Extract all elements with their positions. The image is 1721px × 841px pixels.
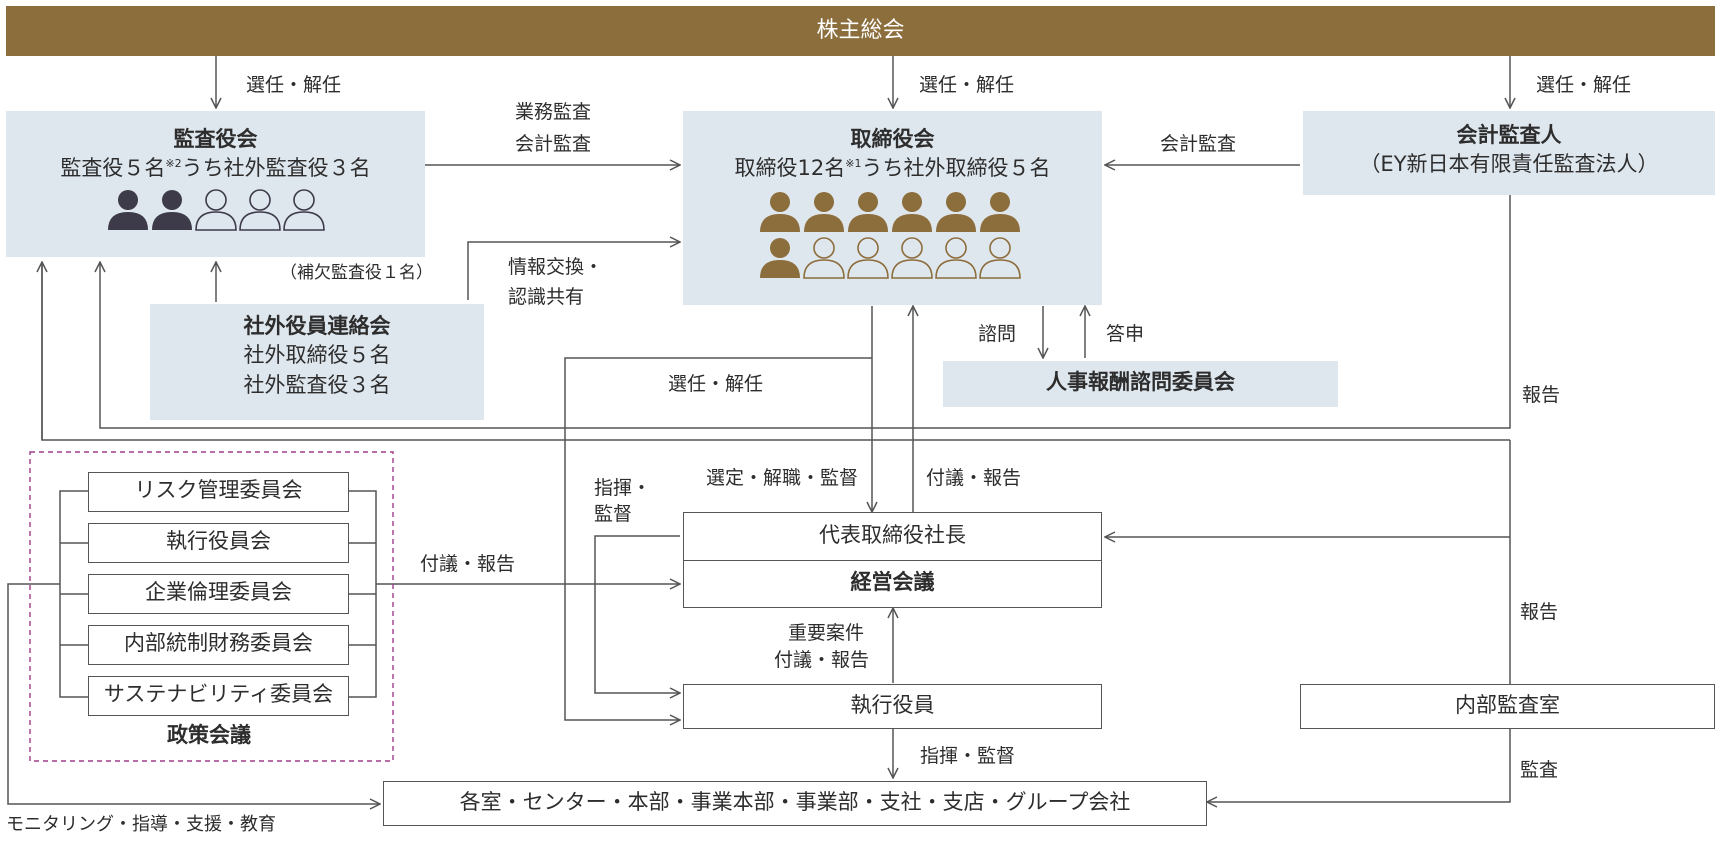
shareholders-banner: 株主総会 bbox=[6, 6, 1715, 56]
person-icon-filled bbox=[803, 191, 844, 232]
person-icon-outline bbox=[890, 236, 933, 279]
label-info-exchange-1: 情報交換・ bbox=[508, 256, 604, 278]
outside-liaison-title: 社外役員連絡会 bbox=[243, 314, 391, 338]
label-report-upper: 報告 bbox=[1522, 384, 1561, 406]
person-icon-outline bbox=[238, 188, 281, 231]
label-important-1: 重要案件 bbox=[788, 622, 865, 644]
executive-officers-box: 執行役員 bbox=[683, 684, 1102, 729]
divisions-box: 各室・センター・本部・事業本部・事業部・支社・支店・グループ会社 bbox=[383, 781, 1207, 826]
label-elect-exec: 選任・解任 bbox=[668, 373, 764, 395]
person-icon-outline bbox=[194, 188, 237, 231]
audit-board-composition: 監査役５名※2うち社外監査役３名 bbox=[60, 156, 371, 181]
board-composition: 取締役12名※1うち社外取締役５名 bbox=[734, 156, 1051, 181]
label-policy-propose: 付議・報告 bbox=[420, 553, 516, 575]
policy-committee-item: 執行役員会 bbox=[88, 523, 349, 563]
person-icon-filled bbox=[759, 191, 800, 232]
label-monitoring: モニタリング・指導・支援・教育 bbox=[6, 814, 276, 835]
label-accounting-audit-right: 会計監査 bbox=[1160, 133, 1237, 155]
person-icon-filled bbox=[759, 237, 800, 278]
person-icon-outline bbox=[934, 236, 977, 279]
president-label: 代表取締役社長 bbox=[684, 513, 1101, 561]
label-consult: 諮問 bbox=[978, 323, 1017, 345]
shareholders-label: 株主総会 bbox=[816, 18, 905, 43]
label-business-audit: 業務監査 bbox=[515, 101, 592, 123]
internal-audit-label: 内部監査室 bbox=[1455, 693, 1560, 717]
person-icon-filled bbox=[107, 189, 148, 230]
accounting-auditor-firm: （EY新日本有限責任監査法人） bbox=[1359, 152, 1659, 177]
outside-liaison-box: 社外役員連絡会 社外取締役５名 社外監査役３名 bbox=[150, 304, 484, 420]
policy-committee-item: サステナビリティ委員会 bbox=[88, 676, 349, 716]
label-direct-supervise-1: 指揮・ bbox=[594, 477, 652, 499]
label-propose-report: 付議・報告 bbox=[926, 467, 1022, 489]
label-direct-supervise-2: 監督 bbox=[594, 503, 633, 525]
accounting-auditor-title: 会計監査人 bbox=[1456, 123, 1562, 147]
person-icon-outline bbox=[282, 188, 325, 231]
nomination-committee-title: 人事報酬諮問委員会 bbox=[1046, 370, 1235, 394]
label-accounting-audit: 会計監査 bbox=[515, 133, 592, 155]
label-info-exchange-2: 認識共有 bbox=[508, 286, 585, 308]
person-icon-filled bbox=[979, 191, 1020, 232]
person-icon-filled bbox=[847, 191, 888, 232]
policy-dashed-frame bbox=[29, 451, 394, 762]
person-icon-filled bbox=[151, 189, 192, 230]
label-elect-board: 選任・解任 bbox=[919, 74, 1015, 96]
label-elect-auditor: 選任・解任 bbox=[1536, 74, 1632, 96]
nomination-committee-box: 人事報酬諮問委員会 bbox=[943, 361, 1338, 407]
label-appoint-supervise: 選定・解職・監督 bbox=[706, 467, 859, 489]
management-meeting-label: 経営会議 bbox=[850, 570, 935, 594]
person-icon-filled bbox=[935, 191, 976, 232]
outside-liaison-line1: 社外取締役５名 bbox=[243, 343, 391, 368]
executive-officers-label: 執行役員 bbox=[850, 693, 935, 717]
label-report-lower: 報告 bbox=[1520, 601, 1559, 623]
person-icon-outline bbox=[978, 236, 1021, 279]
label-direct-supervise: 指揮・監督 bbox=[920, 745, 1016, 767]
label-answer: 答申 bbox=[1106, 323, 1145, 345]
board-title: 取締役会 bbox=[850, 127, 935, 151]
policy-meeting-title: 政策会議 bbox=[167, 723, 251, 747]
board-person-icons bbox=[759, 191, 1021, 279]
audit-board-persons bbox=[6, 188, 425, 236]
person-icon-outline bbox=[846, 236, 889, 279]
audit-board-title: 監査役会 bbox=[173, 127, 258, 151]
president-box: 代表取締役社長 経営会議 bbox=[683, 512, 1102, 608]
label-elect-audit: 選任・解任 bbox=[246, 74, 342, 96]
internal-audit-box: 内部監査室 bbox=[1300, 684, 1715, 729]
policy-committee-item: 企業倫理委員会 bbox=[88, 574, 349, 614]
person-icon-filled bbox=[891, 191, 932, 232]
policy-committee-item: 内部統制財務委員会 bbox=[88, 625, 349, 665]
audit-person-icons bbox=[107, 188, 325, 231]
label-important-2: 付議・報告 bbox=[774, 649, 870, 671]
person-icon-outline bbox=[802, 236, 845, 279]
outside-liaison-line2: 社外監査役３名 bbox=[243, 372, 391, 397]
accounting-auditor-box: 会計監査人 （EY新日本有限責任監査法人） bbox=[1303, 111, 1715, 195]
divisions-label: 各室・センター・本部・事業本部・事業部・支社・支店・グループ会社 bbox=[459, 790, 1131, 814]
policy-committee-item: リスク管理委員会 bbox=[88, 472, 349, 512]
label-audit: 監査 bbox=[1520, 759, 1559, 781]
audit-board-box: 監査役会 監査役５名※2うち社外監査役３名 bbox=[6, 111, 425, 257]
board-box: 取締役会 取締役12名※1うち社外取締役５名 bbox=[683, 111, 1102, 305]
audit-board-substitute: （補欠監査役１名） bbox=[280, 263, 433, 283]
